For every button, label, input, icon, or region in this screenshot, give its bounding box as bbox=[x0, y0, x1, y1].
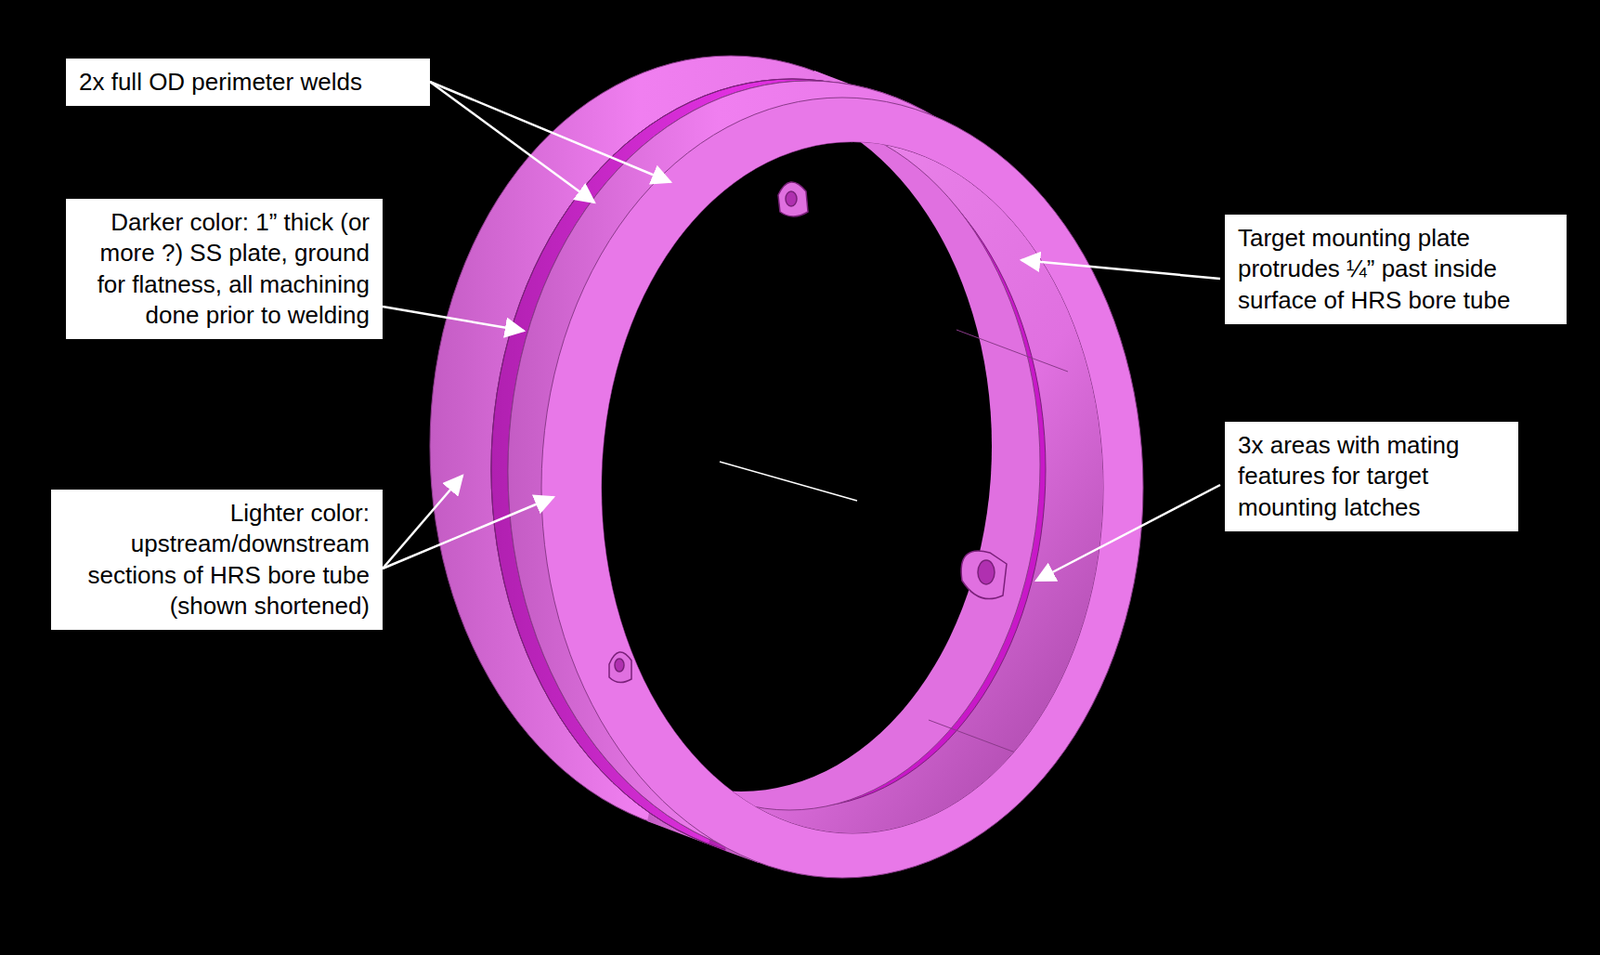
callout-box: 3x areas with mating features for target… bbox=[1224, 421, 1519, 532]
latch-features bbox=[609, 182, 1007, 683]
bore-interior bbox=[490, 100, 1104, 833]
callout-box: Target mounting plate protrudes ¼” past … bbox=[1224, 214, 1567, 325]
callout-text: 2x full OD perimeter welds bbox=[78, 66, 417, 98]
beam-axis bbox=[719, 461, 858, 501]
leader-lines bbox=[382, 81, 1221, 581]
callout-box: Lighter color: upstream/downstream secti… bbox=[51, 489, 383, 630]
callout-text: Darker color: 1” thick (or more ?) SS pl… bbox=[78, 207, 370, 331]
callout-box: Darker color: 1” thick (or more ?) SS pl… bbox=[65, 198, 383, 339]
callout-box: 2x full OD perimeter welds bbox=[65, 58, 430, 106]
callout-text: 3x areas with mating features for target… bbox=[1237, 429, 1506, 523]
callout-text: Target mounting plate protrudes ¼” past … bbox=[1237, 222, 1554, 316]
callout-text: Lighter color: upstream/downstream secti… bbox=[64, 497, 370, 622]
